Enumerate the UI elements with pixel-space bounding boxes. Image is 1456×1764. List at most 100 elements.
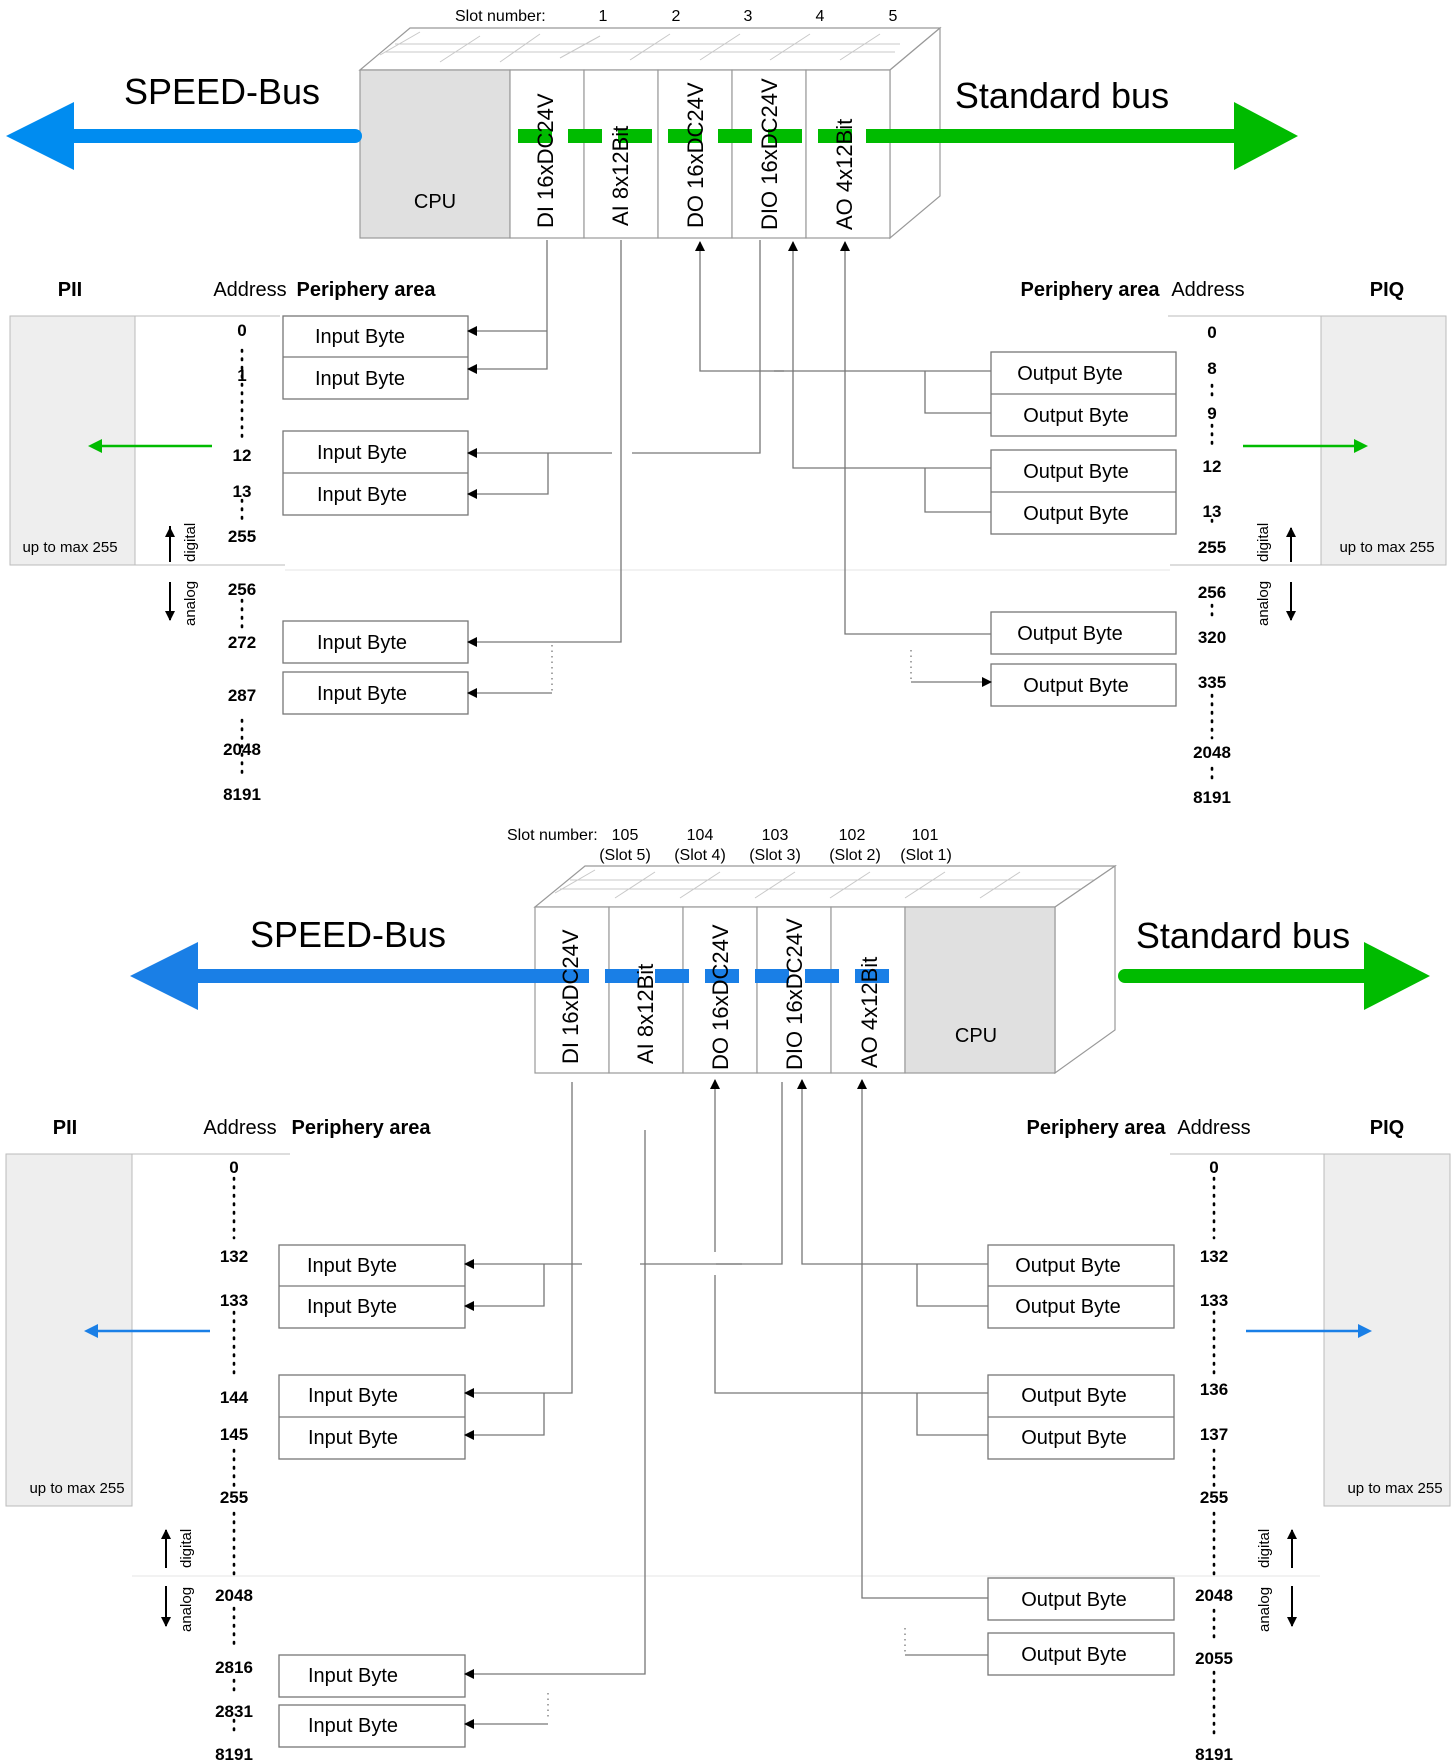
address-value: 8191 <box>223 785 261 804</box>
output-byte-label: Output Byte <box>1017 363 1123 385</box>
slot-number-5: 5 <box>889 8 898 25</box>
output-byte-boxes: Output Byte Output Byte Output Byte Outp… <box>990 351 1177 707</box>
address-value: 2816 <box>215 1658 253 1677</box>
cpu-label: CPU <box>414 191 456 213</box>
address-value: 13 <box>1203 502 1222 521</box>
input-byte-boxes-bottom: Input Byte Input Byte Input Byte Input B… <box>278 1244 466 1748</box>
input-byte-label: Input Byte <box>307 1296 397 1318</box>
address-header-right: Address <box>1171 279 1244 301</box>
address-value: 2055 <box>1195 1649 1233 1668</box>
analog-label-left: analog <box>182 581 199 626</box>
left-address-column-bottom: 0 132 133 144 145 255 2048 2816 2831 819… <box>215 1158 253 1764</box>
top-diagram: Slot number: 1 2 3 4 5 CPU SPEED-Bus <box>6 8 1447 807</box>
address-value: 2048 <box>1193 743 1231 762</box>
address-value: 2048 <box>223 740 261 759</box>
address-value: 2048 <box>1195 1586 1233 1605</box>
input-byte-label: Input Byte <box>308 1385 398 1407</box>
address-value: 255 <box>1200 1488 1228 1507</box>
output-byte-label: Output Byte <box>1023 461 1129 483</box>
address-header-left: Address <box>213 279 286 301</box>
output-byte-label: Output Byte <box>1023 675 1129 697</box>
slot-sub-5: (Slot 5) <box>599 847 651 864</box>
address-value: 335 <box>1198 673 1226 692</box>
address-value: 8191 <box>1193 788 1231 807</box>
piq-max-label-bottom: up to max 255 <box>1347 1480 1442 1497</box>
cpu-label-bottom: CPU <box>955 1025 997 1047</box>
input-byte-label: Input Byte <box>317 683 407 705</box>
address-value: 136 <box>1200 1380 1228 1399</box>
address-value: 256 <box>228 580 256 599</box>
input-byte-label: Input Byte <box>308 1427 398 1449</box>
right-address-column-bottom: 0 132 133 136 137 255 2048 2055 8191 <box>1195 1158 1233 1764</box>
slot-number-2: 2 <box>672 8 681 25</box>
slot-sub-2: (Slot 2) <box>829 847 881 864</box>
slot-number-103: 103 <box>762 827 789 844</box>
address-value: 0 <box>237 321 246 340</box>
address-value: 255 <box>228 527 256 546</box>
slot-number-104: 104 <box>687 827 714 844</box>
output-byte-label: Output Byte <box>1015 1296 1121 1318</box>
slot-number-label: Slot number: <box>455 8 546 25</box>
address-value: 12 <box>233 446 252 465</box>
address-value: 144 <box>220 1388 249 1407</box>
address-value: 2831 <box>215 1702 253 1721</box>
input-byte-label: Input Byte <box>308 1715 398 1737</box>
piq-max-label: up to max 255 <box>1339 539 1434 556</box>
address-value: 145 <box>220 1425 248 1444</box>
module-ao: AO 4x12Bit <box>832 119 857 230</box>
analog-label-right-bottom: analog <box>1256 1587 1273 1632</box>
input-byte-label: Input Byte <box>307 1255 397 1277</box>
digital-label-right-bottom: digital <box>1256 1529 1273 1568</box>
address-value: 133 <box>220 1291 248 1310</box>
input-byte-label: Input Byte <box>317 484 407 506</box>
address-value: 132 <box>1200 1247 1228 1266</box>
output-byte-label: Output Byte <box>1023 503 1129 525</box>
periphery-header-left-bottom: Periphery area <box>292 1117 432 1139</box>
slot-number-3: 3 <box>744 8 753 25</box>
address-value: 137 <box>1200 1425 1228 1444</box>
left-address-column: 0 1 12 13 255 256 272 287 2048 8191 <box>223 321 261 804</box>
address-header-left-bottom: Address <box>203 1117 276 1139</box>
output-byte-label: Output Byte <box>1015 1255 1121 1277</box>
address-value: 132 <box>220 1247 248 1266</box>
output-byte-label: Output Byte <box>1021 1427 1127 1449</box>
module-ai-bottom: AI 8x12Bit <box>633 964 658 1064</box>
pii-header: PII <box>58 279 82 301</box>
slot-number-102: 102 <box>839 827 866 844</box>
output-byte-label: Output Byte <box>1021 1385 1127 1407</box>
speed-bus-label: SPEED-Bus <box>124 71 320 112</box>
speed-bus-arrow <box>6 102 362 170</box>
analog-label-right: analog <box>1255 581 1272 626</box>
connector-lines <box>467 240 992 698</box>
address-value: 287 <box>228 686 256 705</box>
address-value: 2048 <box>215 1586 253 1605</box>
module-di-bottom: DI 16xDC24V <box>558 929 583 1064</box>
piq-table <box>1168 315 1447 566</box>
piq-table-bottom <box>1170 1153 1451 1507</box>
module-di: DI 16xDC24V <box>533 93 558 228</box>
periphery-header-right-bottom: Periphery area <box>1027 1117 1167 1139</box>
connector-lines-bottom <box>464 1079 988 1729</box>
digital-label-left: digital <box>182 523 199 562</box>
output-byte-label: Output Byte <box>1017 623 1123 645</box>
slot-number-1: 1 <box>599 8 608 25</box>
input-byte-label: Input Byte <box>317 442 407 464</box>
address-value: 255 <box>1198 538 1226 557</box>
pii-table <box>9 315 1170 571</box>
module-do: DO 16xDC24V <box>683 82 708 228</box>
address-value: 13 <box>233 482 252 501</box>
slot-sub-1: (Slot 1) <box>900 847 952 864</box>
module-dio: DIO 16xDC24V <box>757 78 782 230</box>
address-value: 133 <box>1200 1291 1228 1310</box>
output-byte-label: Output Byte <box>1021 1589 1127 1611</box>
module-rack: CPU <box>358 26 942 240</box>
pii-max-label: up to max 255 <box>22 539 117 556</box>
output-byte-boxes-bottom: Output Byte Output Byte Output Byte Outp… <box>987 1244 1175 1676</box>
address-value: 320 <box>1198 628 1226 647</box>
input-byte-label: Input Byte <box>315 368 405 390</box>
address-value: 8191 <box>215 1745 253 1764</box>
address-header-right-bottom: Address <box>1177 1117 1250 1139</box>
digital-label-left-bottom: digital <box>178 1529 195 1568</box>
output-byte-label: Output Byte <box>1021 1644 1127 1666</box>
output-byte-label: Output Byte <box>1023 405 1129 427</box>
